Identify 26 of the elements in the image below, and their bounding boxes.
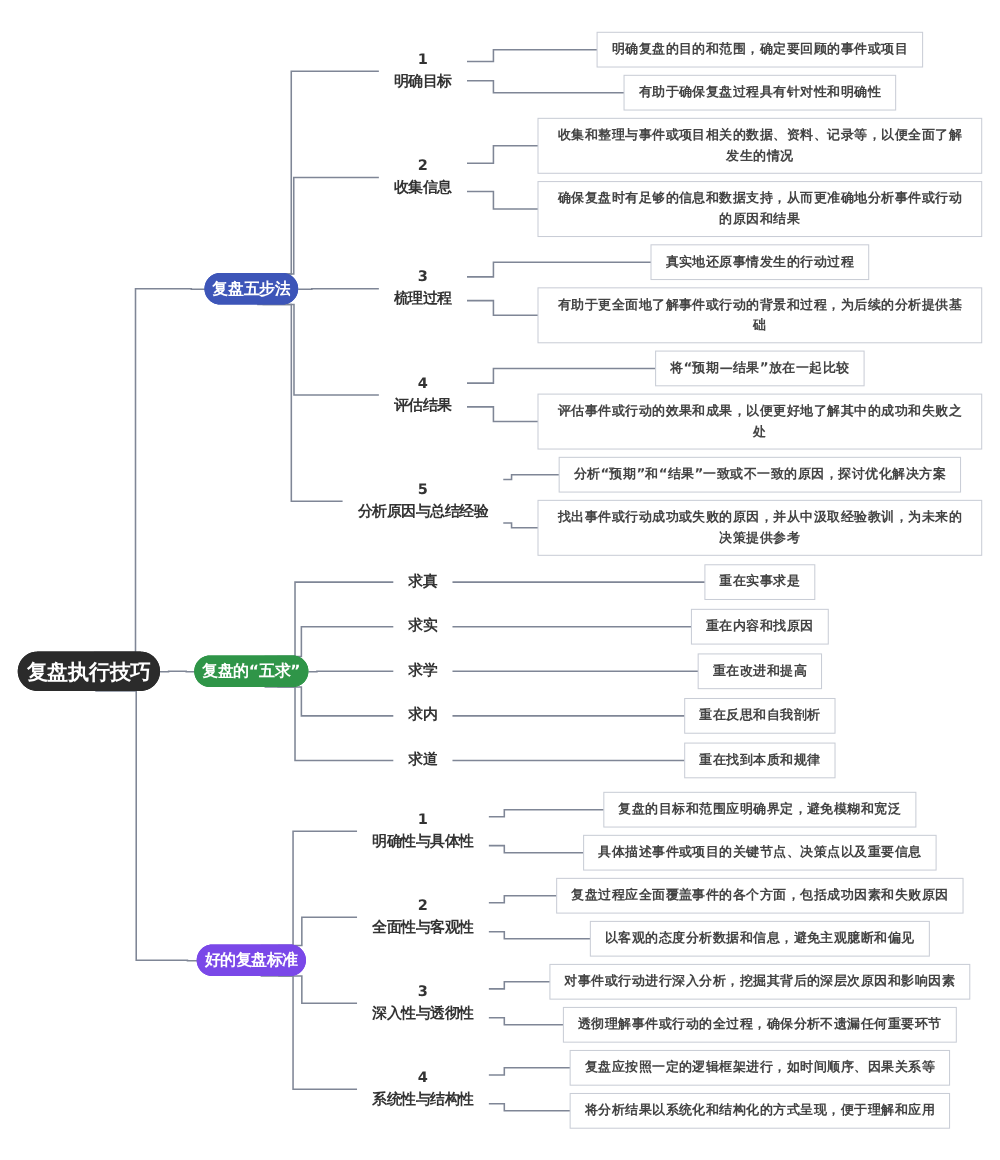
connector: [487, 1102, 571, 1112]
connector: [159, 670, 197, 673]
connector: [501, 473, 560, 481]
connector: [451, 670, 699, 672]
connector: [297, 287, 381, 290]
connector: [465, 261, 652, 278]
connector: [451, 714, 686, 717]
connector: [465, 190, 539, 210]
connector: [487, 930, 592, 940]
connector: [487, 844, 585, 854]
connector: [465, 299, 539, 316]
connector: [465, 48, 598, 63]
connector: [487, 1016, 565, 1026]
connector: [487, 894, 558, 904]
connector: [487, 980, 551, 990]
connector: [487, 808, 605, 818]
connector: [465, 367, 657, 384]
connector: [451, 759, 686, 761]
connector: [501, 522, 539, 529]
connector: [451, 625, 693, 628]
connector: [307, 670, 395, 673]
connector: [451, 581, 706, 583]
connector: [465, 405, 539, 423]
connector: [487, 1066, 571, 1076]
connector: [465, 144, 539, 164]
connector: [465, 79, 625, 94]
